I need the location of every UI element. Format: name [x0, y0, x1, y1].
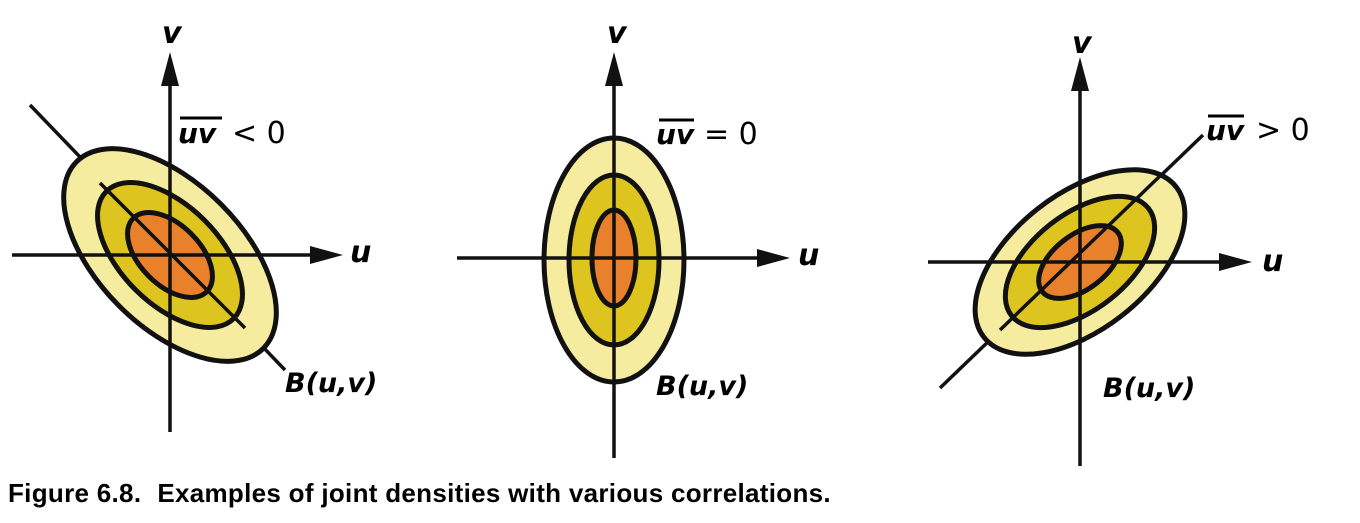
v-axis-arrow	[1071, 57, 1089, 91]
v-axis-label: v	[1072, 26, 1093, 61]
v-axis-label: v	[162, 16, 183, 51]
v-axis-arrow	[605, 52, 623, 86]
correlation-relation: > 0	[1256, 113, 1310, 148]
u-axis-label: u	[798, 238, 819, 273]
correlation-symbol: uv	[656, 118, 695, 151]
u-axis-arrow	[757, 249, 790, 267]
panel-negative-correlation: v u uv < 0 B(u,v)	[12, 16, 377, 432]
caption-number: Figure 6.8.	[8, 478, 142, 508]
u-axis-arrow	[1219, 253, 1252, 271]
panel-zero-correlation: v u uv = 0 B(u,v)	[457, 16, 819, 458]
correlation-relation: = 0	[704, 117, 758, 152]
v-axis-arrow	[161, 52, 179, 86]
density-label: B(u,v)	[1103, 373, 1195, 404]
figure-caption: Figure 6.8. Examples of joint densities w…	[8, 478, 831, 509]
density-label: B(u,v)	[285, 368, 377, 399]
caption-text: Examples of joint densities with various…	[157, 478, 831, 508]
correlation-relation: < 0	[232, 116, 286, 151]
correlation-symbol: uv	[1206, 114, 1245, 147]
panel-positive-correlation: v u uv > 0 B(u,v)	[928, 26, 1310, 466]
u-axis-label: u	[1262, 244, 1283, 279]
correlation-symbol: uv	[178, 117, 217, 150]
u-axis-label: u	[350, 235, 371, 270]
v-axis-label: v	[607, 16, 628, 51]
u-axis-arrow	[310, 246, 343, 264]
density-label: B(u,v)	[656, 371, 748, 402]
